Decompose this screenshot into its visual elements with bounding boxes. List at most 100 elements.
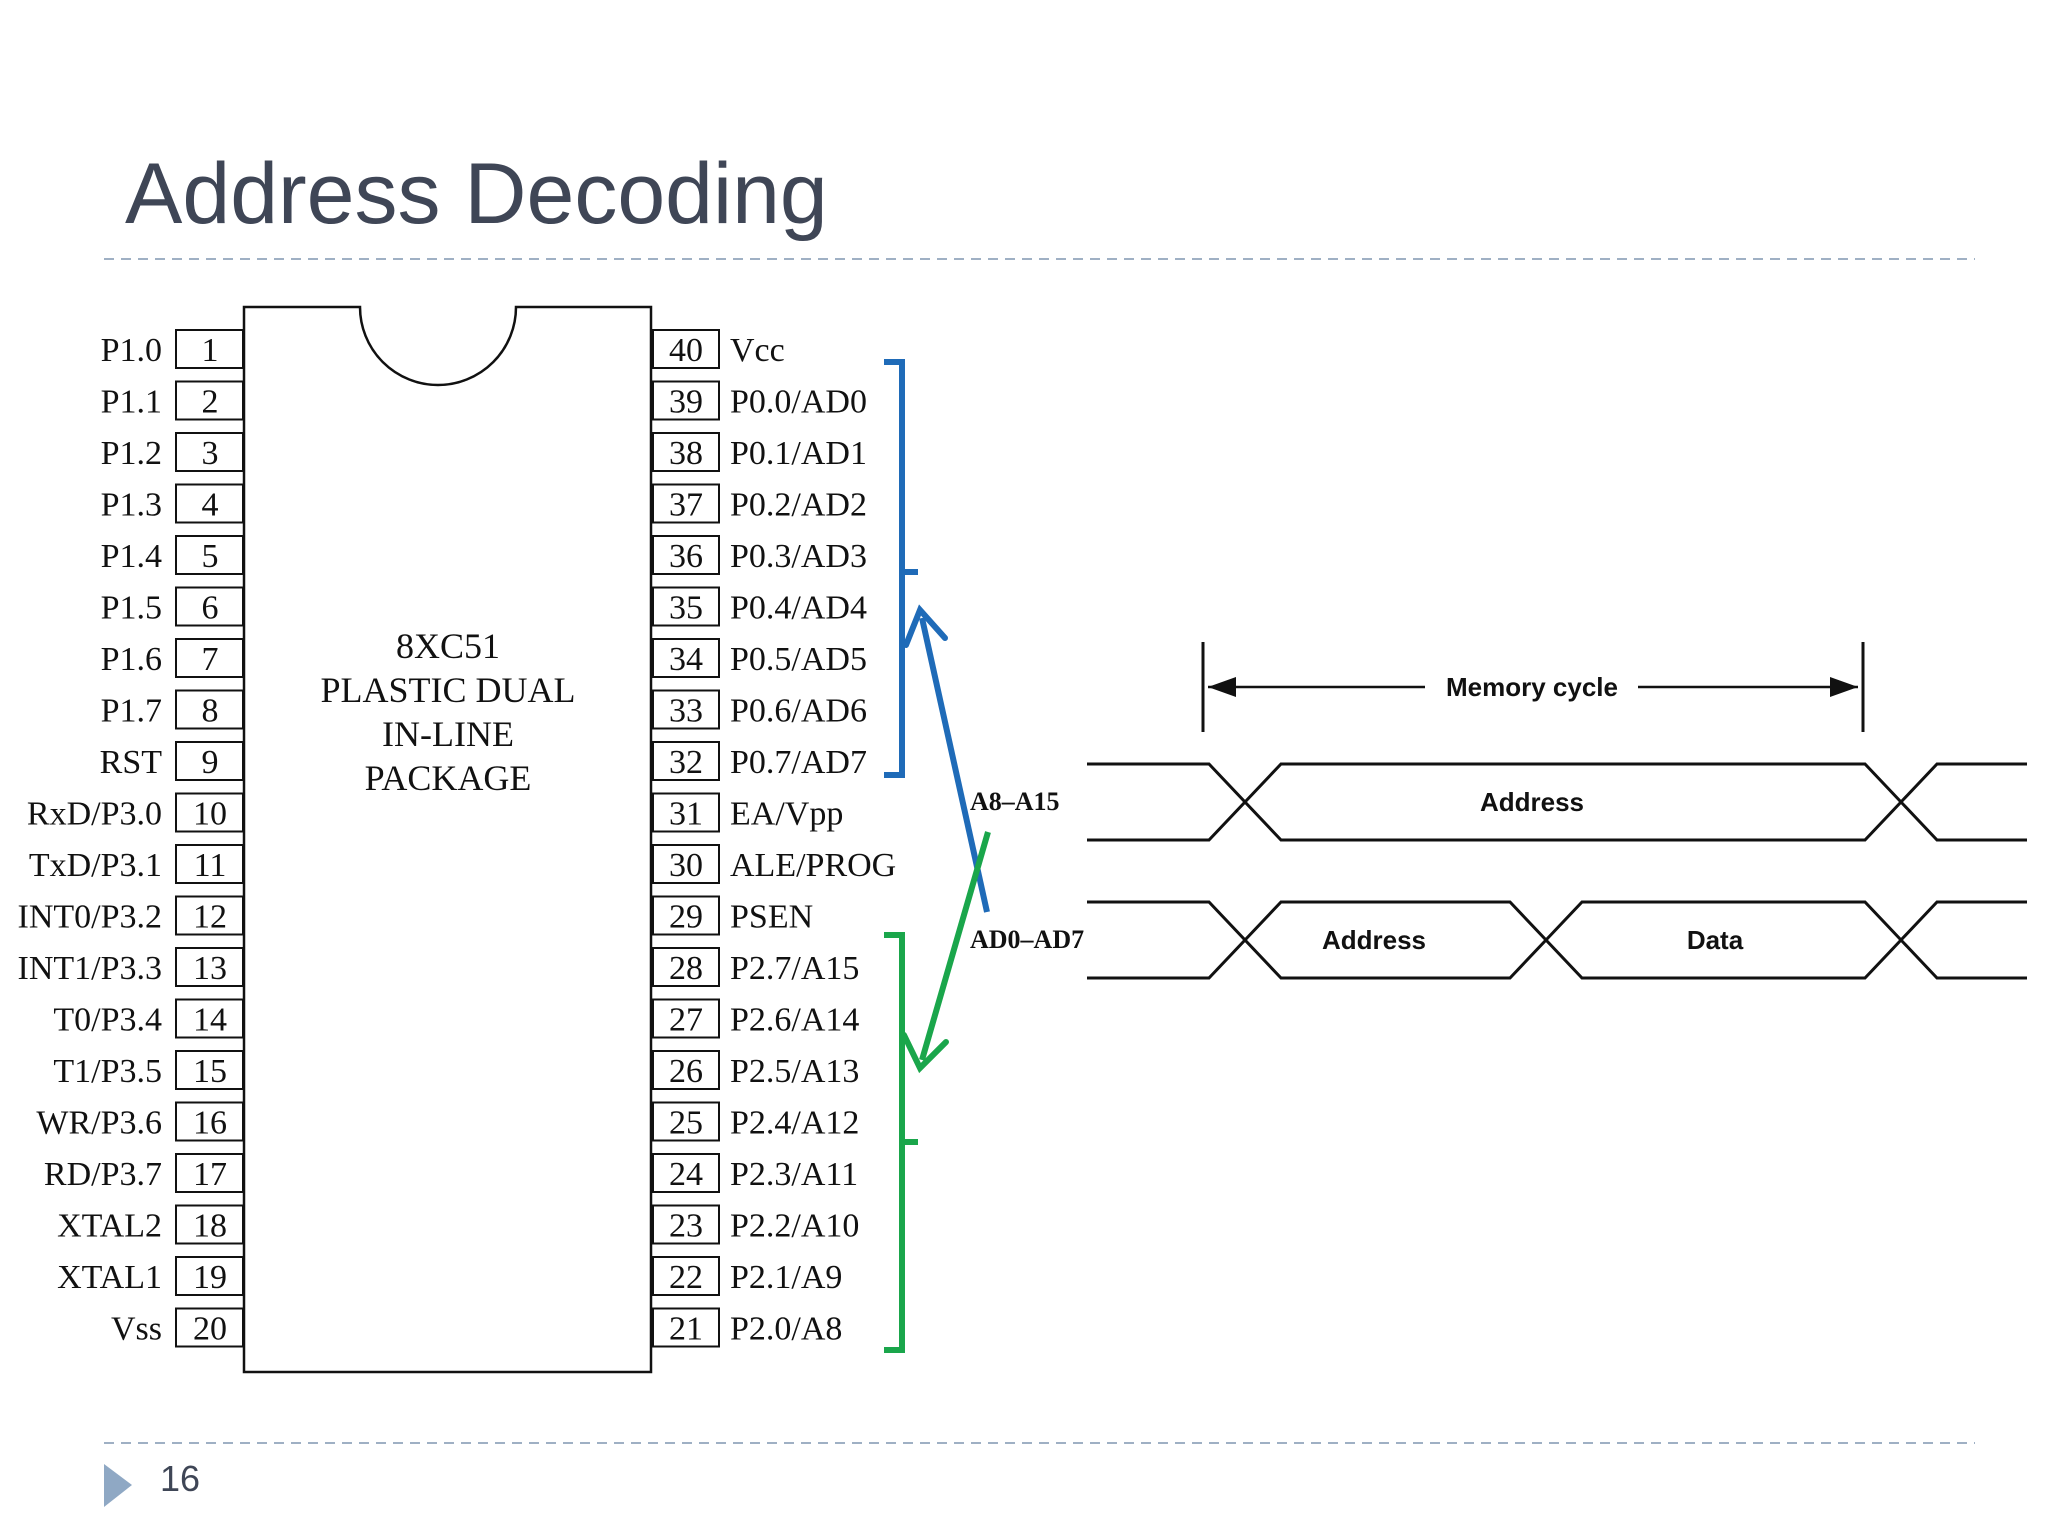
pin-box — [175, 432, 244, 472]
pin-box — [175, 741, 244, 781]
pin-name: P1.6 — [101, 641, 162, 678]
pin-box — [175, 998, 244, 1039]
pin-name: PSEN — [730, 899, 813, 936]
a-row-wave-right — [1899, 762, 2027, 842]
pin-name: P1.2 — [101, 435, 162, 472]
pin-name: P2.0/A8 — [730, 1311, 842, 1348]
pin-box — [175, 1204, 244, 1245]
pin: 2P1.1 — [101, 380, 244, 421]
pin-name: P0.4/AD4 — [730, 590, 867, 627]
pin-box — [652, 1204, 720, 1245]
pin-box — [652, 844, 720, 884]
pin-number: 19 — [193, 1259, 227, 1296]
pin-number: 31 — [669, 796, 703, 833]
pin-number: 6 — [202, 590, 219, 627]
pin-box — [652, 638, 720, 678]
pin-number: 10 — [193, 796, 227, 833]
pin-box — [652, 483, 720, 524]
pin-name: P1.3 — [101, 487, 162, 524]
ad-row-wave-right — [1899, 900, 2027, 980]
pin-number: 29 — [669, 899, 703, 936]
pin: 28 P2.7/A15 — [652, 947, 859, 987]
pin-number: 28 — [669, 950, 703, 987]
pin-name: Vss — [111, 1311, 162, 1348]
ad-row-data-text: Data — [1687, 925, 1744, 955]
pin-name: XTAL2 — [57, 1208, 162, 1245]
a8-a15-label: A8–A15 — [970, 787, 1060, 816]
pin-box — [175, 1101, 244, 1142]
pin-name: P2.7/A15 — [730, 950, 859, 987]
left-pin-column: 1P1.02P1.13P1.24P1.35P1.46P1.57P1.68P1.7… — [18, 329, 244, 1348]
footer-arrow-icon — [104, 1464, 132, 1507]
ad-row-wave-left — [1087, 900, 1248, 980]
pin-name: P2.2/A10 — [730, 1208, 859, 1245]
pin-name: P2.5/A13 — [730, 1053, 859, 1090]
pin-name: P2.6/A14 — [730, 1002, 859, 1039]
pin-name: RD/P3.7 — [44, 1156, 162, 1193]
pin-box — [175, 586, 244, 627]
pin-box — [175, 1256, 244, 1296]
pin: 7P1.6 — [101, 638, 244, 678]
pin-name: WR/P3.6 — [36, 1105, 162, 1142]
pin-box — [175, 792, 244, 833]
ad-row-address-text: Address — [1322, 925, 1426, 955]
pin-box — [652, 380, 720, 421]
cycle-arrowhead-left — [1208, 677, 1236, 697]
pin-number: 15 — [193, 1053, 227, 1090]
pin-box — [175, 1050, 244, 1090]
pin-number: 4 — [202, 487, 219, 524]
pin-number: 13 — [193, 950, 227, 987]
pin-name: P0.0/AD0 — [730, 384, 867, 421]
slide-title: Address Decoding — [125, 146, 828, 242]
pin-name: P1.0 — [101, 332, 162, 369]
timing-diagram: Memory cycle A8–A15 Address AD0–AD7 Addr… — [970, 642, 2027, 980]
pin: 8P1.7 — [101, 689, 244, 730]
pin-box — [652, 1153, 720, 1193]
pin-name: RxD/P3.0 — [27, 796, 162, 833]
pin-box — [652, 947, 720, 987]
pin-name: P1.4 — [101, 538, 162, 575]
pin: 29 PSEN — [652, 895, 813, 936]
pin-number: 37 — [669, 487, 703, 524]
pin-name: INT0/P3.2 — [18, 899, 163, 936]
pin-box — [175, 535, 244, 575]
pin-box — [652, 1256, 720, 1296]
pin-box — [175, 689, 244, 730]
pin-number: 18 — [193, 1208, 227, 1245]
pin-box — [175, 895, 244, 936]
pin-box — [175, 947, 244, 987]
chip-label-line: 8XC51 — [396, 626, 500, 666]
pin: 4 P1.3 — [101, 483, 244, 524]
pin-name: P1.5 — [101, 590, 162, 627]
chip-label-line: PLASTIC DUAL — [320, 670, 575, 710]
a-row-wave-left — [1087, 762, 1248, 842]
pin-number: 14 — [193, 1002, 227, 1039]
cycle-arrowhead-right — [1830, 677, 1858, 697]
pin-box — [652, 998, 720, 1039]
pin-box — [652, 792, 720, 833]
pin-name: TxD/P3.1 — [29, 847, 162, 884]
pin-number: 20 — [193, 1311, 227, 1348]
chip-body — [242, 305, 653, 1374]
pin-name: P0.7/AD7 — [730, 744, 867, 781]
pin-name: P2.4/A12 — [730, 1105, 859, 1142]
a-bus-arrow — [919, 831, 991, 1061]
pin: 20 Vss — [111, 1307, 244, 1348]
memory-cycle-label: Memory cycle — [1446, 672, 1618, 702]
pin-number: 21 — [669, 1311, 703, 1348]
ad0-ad7-label: AD0–AD7 — [970, 925, 1084, 954]
